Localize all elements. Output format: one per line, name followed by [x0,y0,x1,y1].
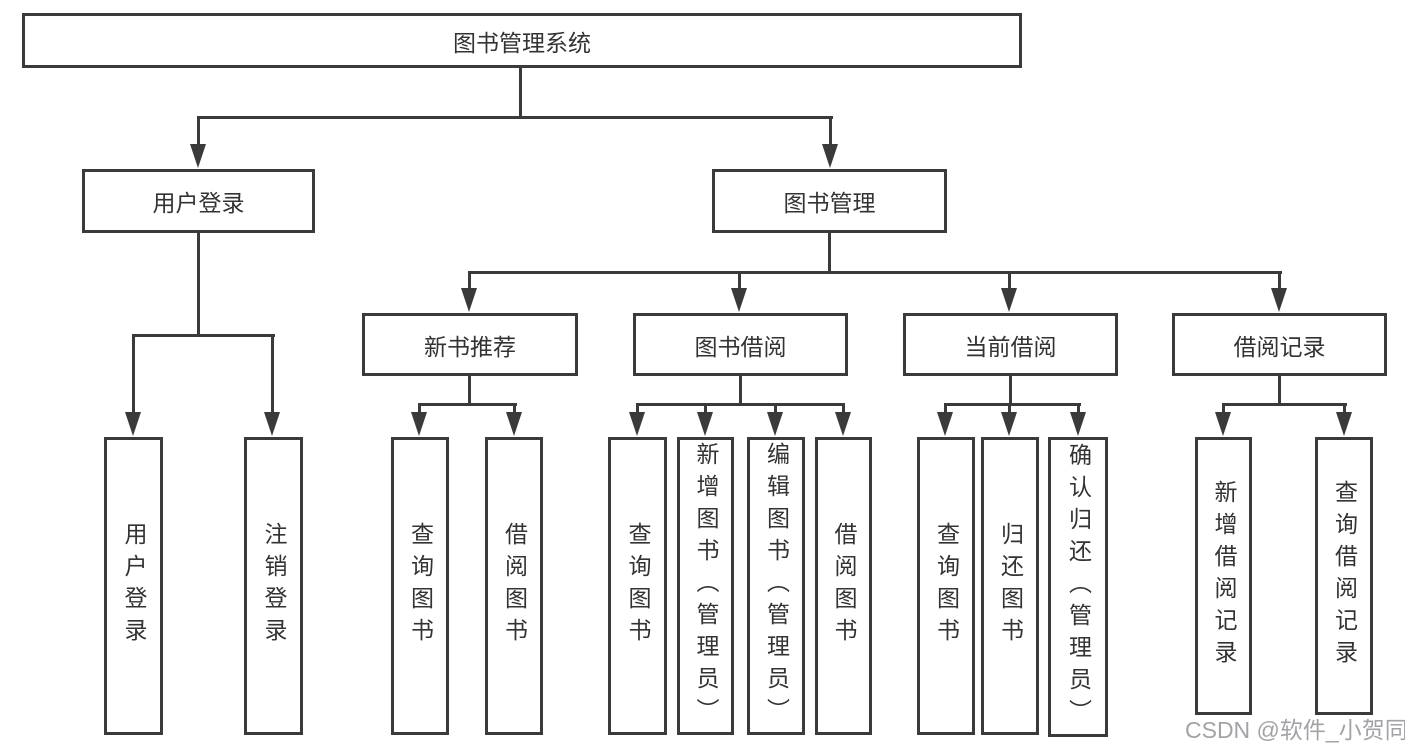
csdn-watermark: CSDN @软件_小贺同学 [1185,717,1405,743]
edge-line [519,68,522,118]
edge-line [197,116,200,146]
arrowhead-icon [731,288,747,312]
edge-line [944,403,1081,406]
node-book-borrowing: 图书借阅 [633,313,848,376]
arrowhead-icon [937,412,953,436]
arrowhead-icon [767,412,783,436]
node-label: 查询图书 [625,522,651,650]
edge-line [1077,403,1080,415]
edge-line [1278,271,1281,291]
node-user-login: 用户登录 [104,437,163,735]
edge-line [468,376,471,405]
node-label: 归还图书 [997,522,1024,650]
node-borrow-books-1: 借阅图书 [485,437,543,735]
edge-line [418,403,421,415]
arrowhead-icon [264,412,280,436]
arrowhead-icon [461,288,477,312]
edge-line [1008,271,1011,291]
node-label: 新书推荐 [424,333,516,360]
node-borrow-records: 借阅记录 [1172,313,1387,376]
edge-line [944,403,947,415]
edge-line [738,271,741,291]
edge-line [739,376,742,405]
edge-line [1278,376,1281,405]
node-label: 确认归还（管理员） [1065,443,1092,731]
node-root-system: 图书管理系统 [22,13,1022,68]
node-label: 新增借阅记录 [1211,480,1237,672]
arrowhead-icon [506,412,522,436]
edge-line [1009,376,1012,405]
node-label: 编辑图书（管理员） [763,442,790,730]
arrowhead-icon [1271,288,1287,312]
node-query-books-2: 查询图书 [608,437,667,735]
arrowhead-icon [697,412,713,436]
edge-line [704,403,707,415]
node-add-books-admin: 新增图书（管理员） [677,437,734,735]
arrowhead-icon [1070,412,1086,436]
node-logout: 注销登录 [244,437,303,735]
arrowhead-icon [125,412,141,436]
arrowhead-icon [411,412,427,436]
node-edit-books-admin: 编辑图书（管理员） [747,437,805,735]
edge-line [132,334,275,337]
arrowhead-icon [822,144,838,168]
edge-line [197,116,833,119]
arrowhead-icon [1336,412,1352,436]
edge-line [774,403,777,415]
edge-line [197,233,200,336]
node-current-borrowing: 当前借阅 [903,313,1118,376]
arrowhead-icon [1215,412,1231,436]
edge-line [468,271,1282,274]
edge-line [1222,403,1225,415]
node-label: 借阅图书 [831,522,857,650]
arrowhead-icon [629,412,645,436]
node-return-books: 归还图书 [981,437,1039,735]
edge-line [828,233,831,273]
edge-line [468,271,471,291]
arrowhead-icon [190,144,206,168]
arrowhead-icon [1001,288,1017,312]
node-label: 查询图书 [933,522,960,650]
arrowhead-icon [835,412,851,436]
edge-line [513,403,516,415]
node-label: 当前借阅 [964,333,1057,360]
node-confirm-return-admin: 确认归还（管理员） [1048,437,1108,737]
node-query-books-1: 查询图书 [391,437,449,735]
node-label: 新增图书（管理员） [693,442,719,730]
edge-line [132,334,135,414]
node-user-login-branch: 用户登录 [82,169,315,233]
node-label: 查询图书 [407,522,434,650]
edge-line [1222,403,1347,406]
node-add-borrow-record: 新增借阅记录 [1195,437,1252,715]
node-label: 图书管理系统 [453,29,591,56]
edge-line [829,116,832,146]
node-borrow-books-2: 借阅图书 [815,437,872,735]
node-label: 用户登录 [152,190,245,216]
node-label: 借阅图书 [501,522,528,650]
node-label: 注销登录 [261,522,287,650]
node-label: 借阅记录 [1233,333,1326,360]
edge-line [1343,403,1346,415]
arrowhead-icon [1001,412,1017,436]
edge-line [271,334,274,414]
edge-line [1008,403,1011,415]
edge-line [636,403,639,415]
node-new-book-recommend: 新书推荐 [362,313,578,376]
node-query-borrow-record: 查询借阅记录 [1315,437,1373,715]
node-query-books-3: 查询图书 [917,437,975,735]
node-label: 查询借阅记录 [1331,480,1358,672]
node-label: 图书借阅 [694,333,787,360]
edge-line [842,403,845,415]
node-book-management: 图书管理 [712,169,947,233]
edge-line [636,403,845,406]
edge-line [418,403,517,406]
node-label: 用户登录 [121,522,147,650]
node-label: 图书管理 [783,190,876,216]
